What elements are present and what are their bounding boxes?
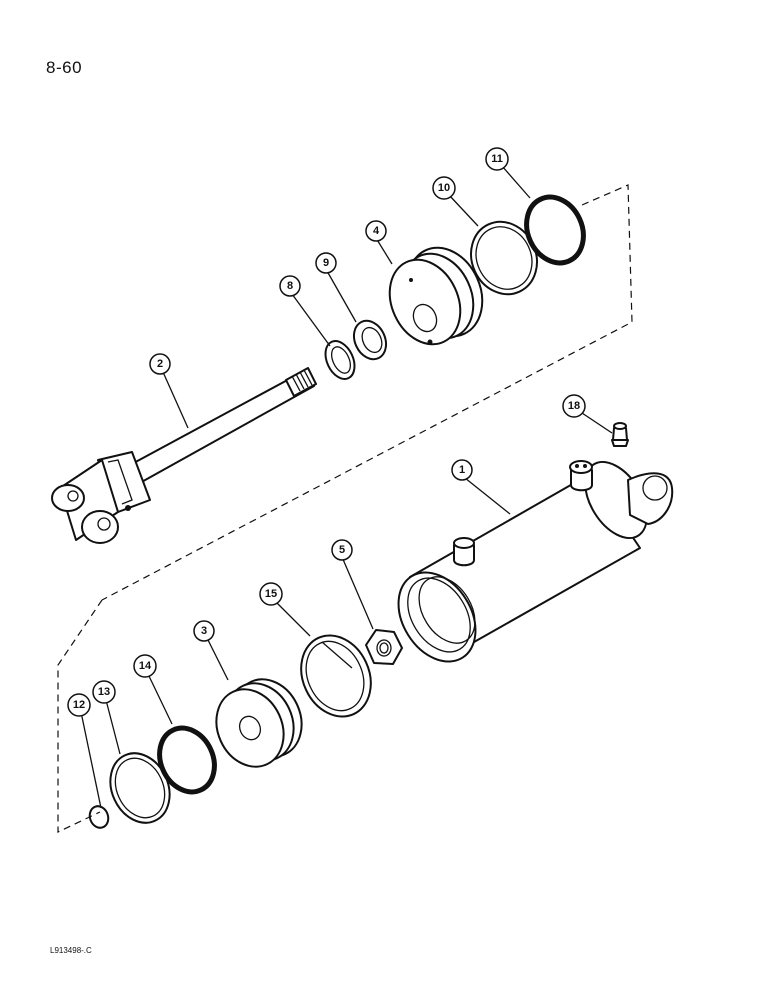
svg-text:3: 3	[201, 625, 207, 637]
snap-ring-11	[524, 194, 586, 266]
leader-lines	[80, 165, 613, 809]
dashed-group-outline-upper	[101, 184, 633, 601]
svg-text:15: 15	[265, 588, 277, 600]
piston-rod	[51, 367, 317, 544]
seal-ring-14	[157, 725, 217, 795]
ring-8	[324, 340, 356, 380]
svg-text:14: 14	[139, 660, 152, 672]
callout-12: 12	[67, 693, 91, 717]
callout-1: 1	[451, 459, 473, 481]
figure-code: L913498-.C	[50, 946, 92, 955]
dashed-group-outline-lower	[57, 599, 103, 833]
callout-18: 18	[562, 394, 586, 418]
callout-14: 14	[133, 654, 157, 678]
callout-3: 3	[193, 620, 215, 642]
bushing-9	[352, 319, 388, 361]
svg-text:11: 11	[491, 153, 503, 165]
wear-ring-15	[300, 634, 372, 718]
ring-13-inner	[114, 757, 166, 819]
ring-8-inner	[330, 346, 352, 374]
svg-text:13: 13	[98, 686, 110, 698]
piston	[215, 678, 303, 768]
svg-text:12: 12	[73, 699, 85, 711]
svg-text:2: 2	[157, 358, 163, 370]
svg-text:1: 1	[459, 464, 465, 476]
callout-15: 15	[259, 582, 283, 606]
svg-text:8: 8	[287, 280, 293, 292]
page-number: 8-60	[46, 58, 83, 77]
callout-10: 10	[432, 176, 456, 200]
callout-8: 8	[279, 275, 301, 297]
callout-13: 13	[92, 680, 116, 704]
svg-text:4: 4	[373, 225, 380, 237]
ring-13	[109, 752, 171, 824]
ring-10-inner	[475, 226, 533, 290]
callout-5: 5	[331, 539, 353, 561]
svg-text:18: 18	[568, 400, 580, 412]
rod-gland	[388, 246, 484, 346]
cylinder-barrel	[397, 460, 674, 663]
grease-fitting	[611, 422, 629, 447]
callout-9: 9	[315, 252, 337, 274]
ring-12	[88, 805, 110, 829]
callout-11: 11	[485, 147, 509, 171]
lock-nut	[365, 629, 403, 665]
svg-text:9: 9	[323, 257, 329, 269]
svg-text:10: 10	[438, 182, 450, 194]
callout-2: 2	[149, 353, 171, 375]
svg-text:5: 5	[339, 544, 345, 556]
callout-4: 4	[365, 220, 387, 242]
